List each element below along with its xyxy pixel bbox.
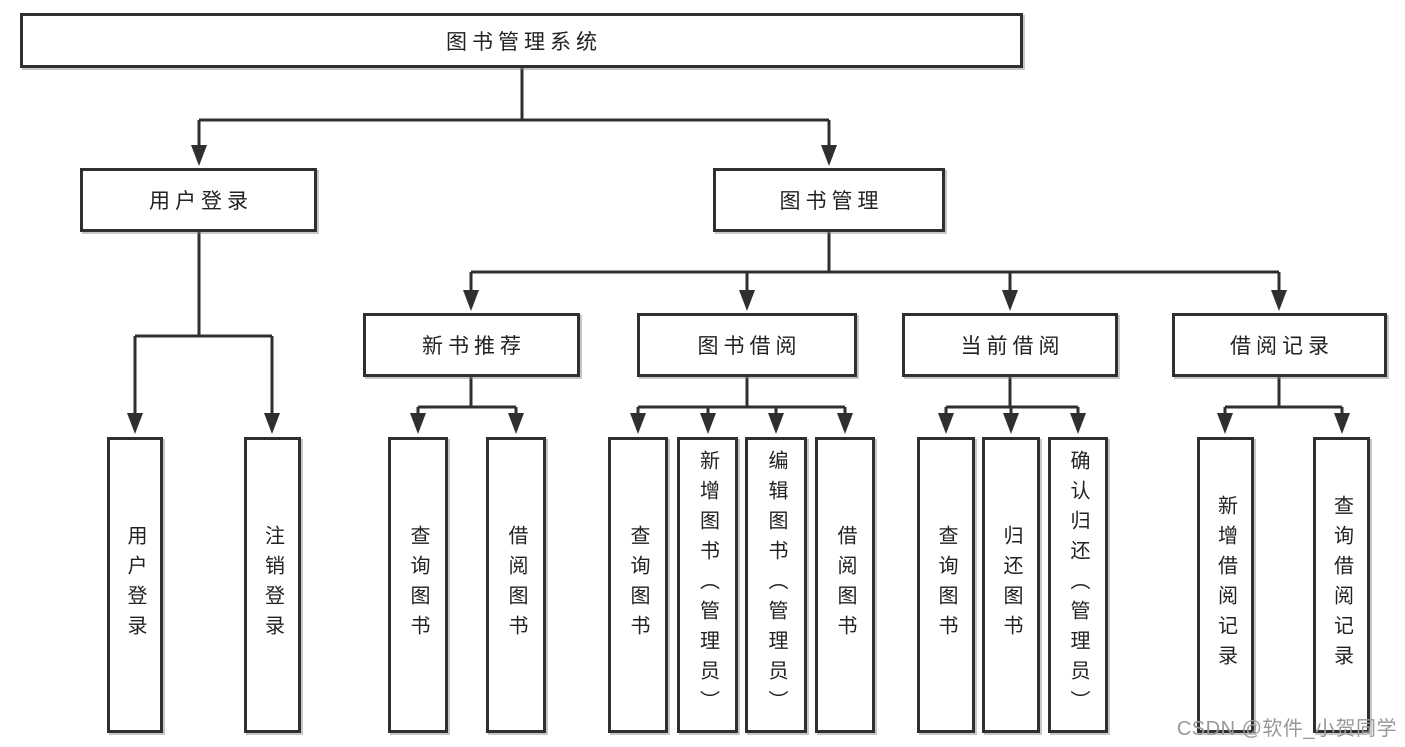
leaf-logout: 注销登录 — [244, 437, 301, 733]
node-user-login-label: 用户登录 — [149, 190, 253, 213]
leaf-query-books-current: 查询图书 — [917, 437, 975, 733]
leaf-user-login-label: 用户登录 — [124, 525, 146, 645]
leaf-query-borrow-record: 查询借阅记录 — [1313, 437, 1370, 733]
node-current-borrowing: 当前借阅 — [902, 313, 1118, 377]
node-new-book-recommend: 新书推荐 — [363, 313, 580, 377]
node-borrowing-records-label: 借阅记录 — [1230, 335, 1334, 358]
leaf-borrow-books-recommend: 借阅图书 — [486, 437, 546, 733]
node-book-management-label: 图书管理 — [779, 190, 884, 213]
csdn-watermark: CSDN @软件_小贺同学 — [1176, 718, 1397, 740]
node-book-borrowing: 图书借阅 — [637, 313, 857, 377]
node-root: 图书管理系统 — [20, 13, 1023, 68]
leaf-query-books-recommend: 查询图书 — [388, 437, 448, 733]
leaf-add-book-admin-label: 新增图书（管理员） — [696, 450, 719, 720]
arrowhead-icons — [127, 145, 1350, 434]
leaf-user-login: 用户登录 — [107, 437, 163, 733]
leaf-add-borrow-record-label: 新增借阅记录 — [1214, 495, 1237, 675]
leaf-borrow-books-recommend-label: 借阅图书 — [505, 525, 527, 645]
leaf-confirm-return-admin-label: 确认归还（管理员） — [1067, 450, 1089, 720]
leaf-borrow-books-label: 借阅图书 — [834, 525, 856, 645]
leaf-query-books-borrow-label: 查询图书 — [627, 525, 649, 645]
node-root-label: 图书管理系统 — [446, 30, 602, 54]
leaf-query-books-borrow: 查询图书 — [608, 437, 668, 733]
leaf-logout-label: 注销登录 — [261, 525, 284, 645]
leaf-confirm-return-admin: 确认归还（管理员） — [1048, 437, 1108, 733]
leaf-query-books-current-label: 查询图书 — [935, 525, 957, 645]
leaf-edit-book-admin-label: 编辑图书（管理员） — [765, 450, 787, 720]
node-user-login: 用户登录 — [80, 168, 317, 232]
leaf-query-borrow-record-label: 查询借阅记录 — [1330, 495, 1353, 675]
leaf-add-book-admin: 新增图书（管理员） — [677, 437, 738, 733]
leaf-add-borrow-record: 新增借阅记录 — [1197, 437, 1254, 733]
node-book-management: 图书管理 — [713, 168, 945, 232]
node-book-borrowing-label: 图书借阅 — [697, 335, 802, 358]
leaf-query-books-recommend-label: 查询图书 — [407, 525, 429, 645]
leaf-return-book-label: 归还图书 — [1000, 525, 1022, 645]
leaf-return-book: 归还图书 — [982, 437, 1040, 733]
node-new-book-recommend-label: 新书推荐 — [422, 335, 526, 358]
node-borrowing-records: 借阅记录 — [1172, 313, 1387, 377]
node-current-borrowing-label: 当前借阅 — [960, 335, 1065, 358]
leaf-borrow-books: 借阅图书 — [815, 437, 875, 733]
leaf-edit-book-admin: 编辑图书（管理员） — [745, 437, 807, 733]
